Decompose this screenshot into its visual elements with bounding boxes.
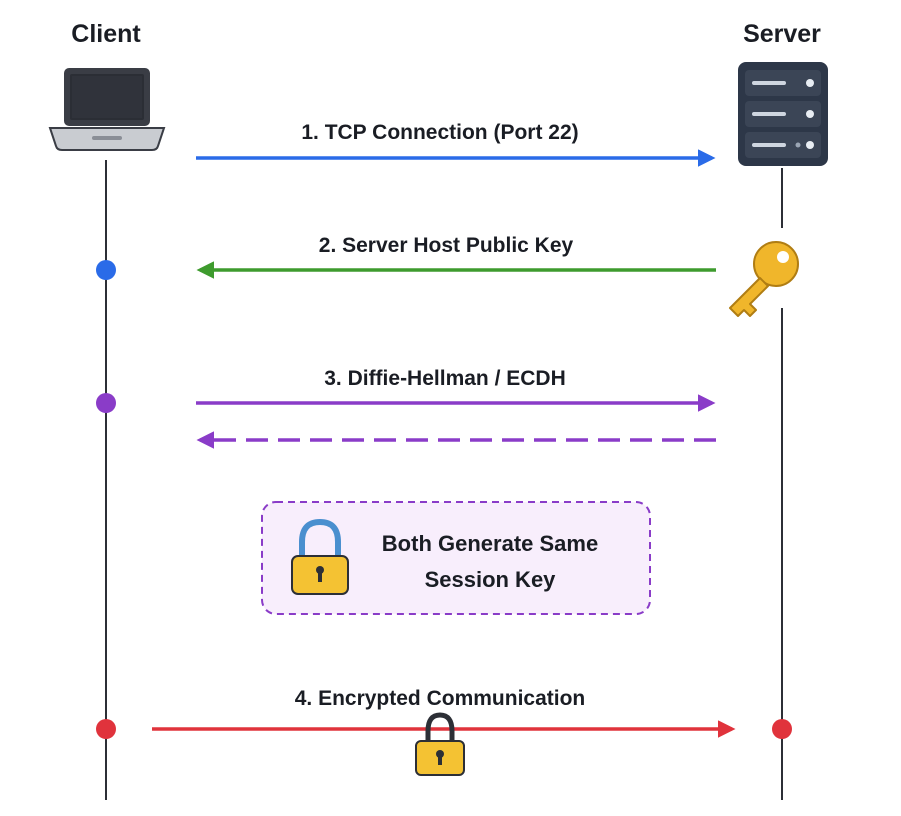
step3-label: 3. Diffie-Hellman / ECDH [324,367,566,390]
step4-label: 4. Encrypted Communication [295,687,586,710]
note-line1: Both Generate Same [382,531,598,556]
client-label: Client [71,20,141,48]
client-dot-step4 [96,719,116,739]
client-dot-step3 [96,393,116,413]
server-label: Server [743,20,821,48]
client-dot-step2 [96,260,116,280]
server-icon [738,62,828,166]
laptop-icon [48,68,166,151]
step2-label: 2. Server Host Public Key [319,234,574,257]
session-key-note: Both Generate Same Session Key [261,501,651,615]
note-line2: Session Key [425,567,557,592]
key-icon [729,241,799,317]
padlock-icon [291,518,349,595]
padlock-icon [415,712,465,776]
step1-label: 1. TCP Connection (Port 22) [301,121,578,144]
server-dot-step4 [772,719,792,739]
